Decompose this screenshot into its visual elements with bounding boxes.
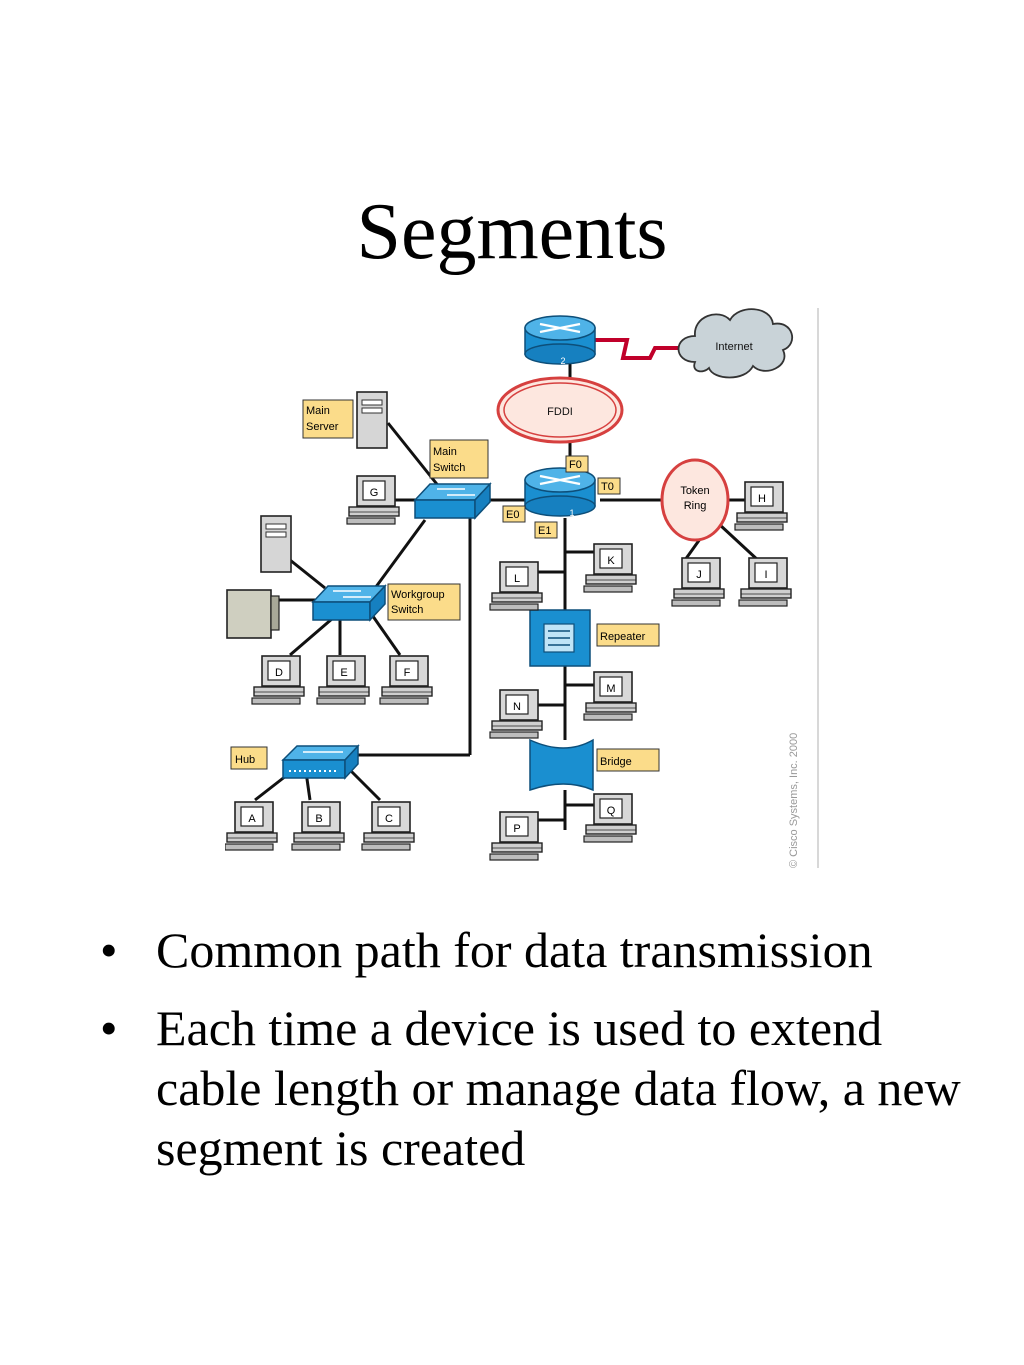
workstation-k-label: K: [607, 555, 615, 567]
repeater-label: Repeater: [600, 631, 646, 643]
f0-label: F0: [569, 459, 582, 471]
workstation-a: A: [225, 801, 278, 851]
slide-title: Segments: [356, 188, 668, 276]
main-switch-label-line1: Main: [433, 446, 457, 458]
bullet-item: • Each time a device is used to extend ca…: [100, 998, 980, 1178]
fddi-ring: FDDI: [496, 376, 624, 444]
workstation-a-label: A: [248, 813, 256, 825]
bridge-label: Bridge: [600, 756, 632, 768]
workstation-g-label: G: [370, 487, 379, 499]
interface-labels: F0 T0 E0 E1: [502, 455, 621, 539]
bridge: Bridge: [529, 738, 660, 792]
internet-cloud: Internet: [677, 308, 794, 379]
router-1-number: 1: [569, 508, 574, 518]
workstation-e: E: [316, 655, 370, 705]
workstation-b-label: B: [315, 813, 322, 825]
workstation-c-label: C: [385, 813, 393, 825]
workgroup-server: [260, 515, 292, 573]
workstation-l: L: [489, 561, 543, 611]
workstation-b: B: [291, 801, 345, 851]
bullet-list: • Common path for data transmission • Each…: [100, 920, 980, 1196]
e0-label: E0: [506, 509, 519, 521]
main-server-label-line2: Server: [306, 421, 339, 433]
workstation-i: I: [738, 557, 792, 607]
internet-label: Internet: [715, 341, 752, 353]
workstation-h: H: [734, 481, 788, 531]
workstation-n: N: [489, 689, 543, 739]
fddi-label: FDDI: [547, 406, 573, 418]
workstation-c: C: [361, 801, 415, 851]
workstation-j-label: J: [696, 569, 702, 581]
workstation-n-label: N: [513, 701, 521, 713]
bullet-marker: •: [100, 922, 118, 978]
router-2: 2: [524, 315, 596, 366]
wan-link: [595, 338, 683, 360]
workstation-p-label: P: [513, 823, 520, 835]
bullet-text: Each time a device is used to extend cab…: [156, 1000, 961, 1176]
workgroup-switch-label-line2: Switch: [391, 604, 423, 616]
e1-label: E1: [538, 525, 551, 537]
workstation-j: J: [671, 557, 725, 607]
hub: Hub: [230, 744, 360, 780]
network-segments-diagram: Internet 2 FDDI 1 F0 T0 E0 E1 Token Rin: [225, 308, 819, 868]
main-switch-label-line2: Switch: [433, 462, 465, 474]
workstation-l-label: L: [514, 573, 520, 585]
router-1: 1: [524, 467, 596, 518]
workstation-g: G: [346, 475, 400, 525]
workgroup-switch-label-line1: Workgroup: [391, 589, 445, 601]
t0-label: T0: [601, 481, 614, 493]
printer: [226, 589, 280, 639]
workstation-k: K: [583, 543, 637, 593]
bullet-marker: •: [100, 1000, 118, 1056]
workstation-i-label: I: [764, 569, 767, 581]
workstation-p: P: [489, 811, 543, 861]
token-ring-label-line1: Token: [680, 485, 709, 497]
workstation-q: Q: [583, 793, 637, 843]
workstation-m: M: [583, 671, 637, 721]
workstation-q-label: Q: [607, 805, 616, 817]
bullet-item: • Common path for data transmission: [100, 920, 980, 980]
workstation-m-label: M: [606, 683, 615, 695]
repeater: Repeater: [529, 609, 660, 667]
token-ring: Token Ring: [660, 458, 730, 542]
workstation-h-label: H: [758, 493, 766, 505]
workstation-d: D: [251, 655, 305, 705]
hub-label: Hub: [235, 754, 255, 766]
copyright-text: © Cisco Systems, Inc. 2000: [788, 733, 800, 868]
workstation-d-label: D: [275, 667, 283, 679]
token-ring-label-line2: Ring: [684, 500, 707, 512]
workstation-f-label: F: [404, 667, 411, 679]
workgroup-switch: Workgroup Switch: [311, 583, 461, 622]
workstation-e-label: E: [340, 667, 347, 679]
main-server: Main Server: [302, 391, 388, 449]
main-server-label-line1: Main: [306, 405, 330, 417]
workstation-f: F: [379, 655, 433, 705]
bullet-text: Common path for data transmission: [156, 922, 873, 978]
main-switch: Main Switch: [413, 439, 492, 520]
router-2-number: 2: [560, 356, 565, 366]
